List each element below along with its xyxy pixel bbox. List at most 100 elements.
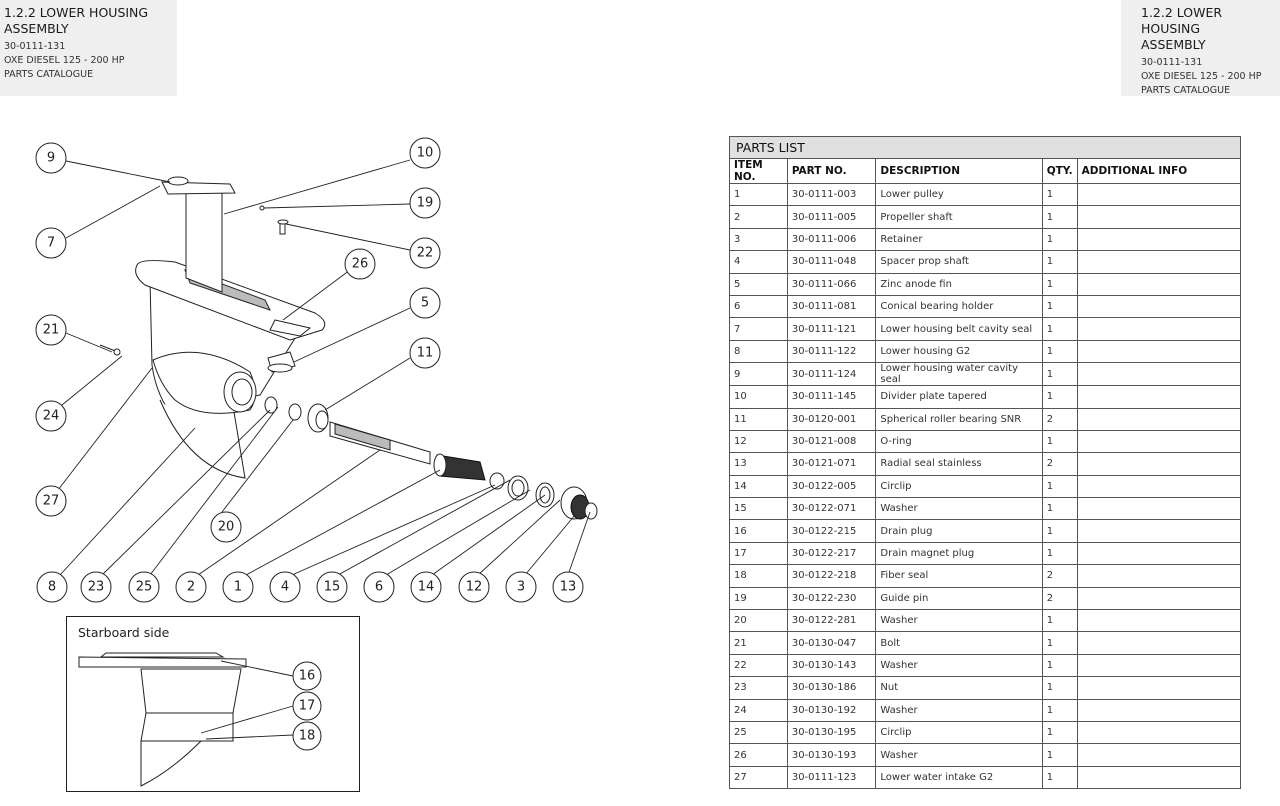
cell-part-no: 30-0111-048 — [786, 250, 877, 274]
cell-qty: 1 — [1041, 541, 1078, 566]
callout-22: 22 — [409, 237, 441, 269]
cell-part-no: 30-0122-005 — [786, 474, 877, 499]
inset-label: Starboard side — [78, 625, 170, 640]
cell-description: Fiber seal — [875, 564, 1043, 588]
cell-part-no: 30-0111-005 — [786, 205, 877, 229]
cell-qty: 1 — [1041, 339, 1078, 364]
svg-text:10: 10 — [417, 146, 434, 161]
cell-item-no: 6 — [729, 294, 788, 319]
callout-9: 9 — [35, 142, 67, 174]
cell-additional-info — [1076, 497, 1242, 521]
callout-4: 4 — [269, 571, 301, 603]
cell-description: Propeller shaft — [875, 205, 1043, 229]
cell-additional-info — [1076, 385, 1242, 409]
cell-qty: 1 — [1041, 631, 1078, 655]
svg-text:5: 5 — [421, 296, 429, 311]
cell-description: Washer — [875, 698, 1043, 722]
svg-text:4: 4 — [281, 580, 289, 595]
cell-part-no: 30-0122-230 — [786, 586, 877, 611]
leader-lines — [57, 159, 591, 576]
cell-qty: 1 — [1041, 182, 1078, 207]
svg-text:27: 27 — [43, 494, 60, 509]
cell-additional-info — [1076, 676, 1242, 700]
cell-item-no: 4 — [729, 250, 788, 274]
cell-additional-info — [1076, 429, 1242, 454]
svg-text:18: 18 — [299, 729, 316, 744]
cell-part-no: 30-0111-122 — [786, 339, 877, 364]
cell-qty: 1 — [1041, 609, 1078, 633]
lower-housing-drawing — [135, 176, 326, 479]
cell-description: O-ring — [875, 429, 1043, 454]
cell-part-no: 30-0122-281 — [786, 609, 877, 633]
cell-additional-info — [1076, 294, 1242, 319]
cell-qty: 1 — [1041, 227, 1078, 252]
cell-item-no: 24 — [729, 698, 788, 722]
cell-additional-info — [1076, 698, 1242, 722]
header-product-right: OXE DIESEL 125 - 200 HP — [1141, 71, 1262, 82]
cell-part-no: 30-0130-143 — [786, 653, 877, 678]
header-title-line1-right: 1.2.2 LOWER HOUSING — [1141, 5, 1223, 36]
svg-text:7: 7 — [47, 236, 55, 251]
callout-5: 5 — [409, 287, 441, 319]
cell-item-no: 3 — [729, 227, 788, 252]
cell-description: Circlip — [875, 720, 1043, 745]
starboard-side-drawing: 16 17 18 — [78, 652, 322, 787]
svg-text:17: 17 — [299, 699, 316, 714]
header-catalogue: PARTS CATALOGUE — [4, 69, 94, 80]
cell-additional-info — [1076, 765, 1242, 790]
cell-qty: 2 — [1041, 407, 1078, 431]
cell-description: Lower water intake G2 — [875, 765, 1043, 790]
cell-item-no: 18 — [729, 564, 788, 588]
cell-part-no: 30-0122-217 — [786, 541, 877, 566]
cell-additional-info — [1076, 564, 1242, 588]
parts-list-title: PARTS LIST — [729, 136, 1241, 159]
callout-23: 23 — [80, 571, 112, 603]
callout-14: 14 — [410, 571, 442, 603]
svg-text:11: 11 — [417, 346, 434, 361]
cell-part-no: 30-0111-003 — [786, 182, 877, 207]
cell-item-no: 8 — [729, 339, 788, 364]
callout-16: 16 — [292, 661, 322, 691]
cell-qty: 2 — [1041, 564, 1078, 588]
cell-qty: 1 — [1041, 519, 1078, 543]
cell-item-no: 9 — [729, 362, 788, 387]
callout-12: 12 — [458, 571, 490, 603]
cell-qty: 1 — [1041, 765, 1078, 790]
cell-item-no: 25 — [729, 720, 788, 745]
cell-description: Retainer — [875, 227, 1043, 252]
column-header-additional-info: ADDITIONAL INFO — [1076, 158, 1242, 184]
cell-item-no: 12 — [729, 429, 788, 454]
cell-qty: 1 — [1041, 429, 1078, 454]
cell-part-no: 30-0130-186 — [786, 676, 877, 700]
cell-item-no: 21 — [729, 631, 788, 655]
svg-text:2: 2 — [187, 580, 195, 595]
callout-21: 21 — [35, 314, 67, 346]
svg-text:1: 1 — [234, 580, 242, 595]
cell-qty: 2 — [1041, 452, 1078, 476]
cell-description: Nut — [875, 676, 1043, 700]
cell-description: Circlip — [875, 474, 1043, 499]
cell-part-no: 30-0122-071 — [786, 497, 877, 521]
svg-text:19: 19 — [417, 196, 434, 211]
callout-11: 11 — [409, 337, 441, 369]
cell-part-no: 30-0122-215 — [786, 519, 877, 543]
cell-additional-info — [1076, 182, 1242, 207]
svg-text:26: 26 — [352, 257, 369, 272]
cell-description: Divider plate tapered — [875, 385, 1043, 409]
cell-qty: 1 — [1041, 317, 1078, 341]
cell-part-no: 30-0111-121 — [786, 317, 877, 341]
cell-part-no: 30-0111-124 — [786, 362, 877, 387]
cell-description: Washer — [875, 743, 1043, 767]
cell-qty: 1 — [1041, 653, 1078, 678]
header-left: 1.2.2 LOWER HOUSING ASSEMBLY 30-0111-131… — [0, 0, 177, 96]
column-header-description: DESCRIPTION — [875, 158, 1043, 184]
header-product: OXE DIESEL 125 - 200 HP — [4, 55, 125, 66]
